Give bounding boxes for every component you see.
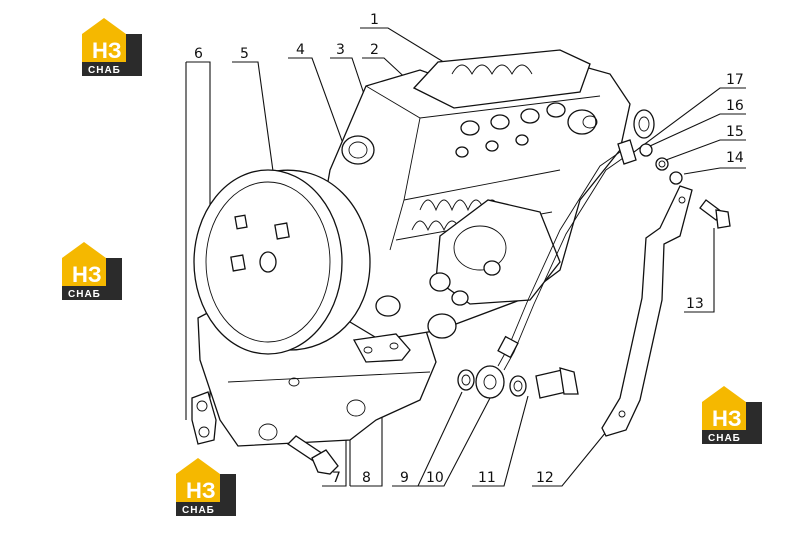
- fuel-pump-assembly: [197, 49, 631, 447]
- callout-8: 8: [362, 470, 371, 486]
- callout-labels: 1 2 3 4 5 6 7 8 9 10 11 12 13 14 15 16 1…: [194, 12, 744, 486]
- callout-17: 17: [726, 72, 744, 88]
- watermark-logo-left: НЗ СНАБ: [62, 242, 122, 300]
- svg-text:НЗ: НЗ: [92, 38, 122, 63]
- leader-lines: [185, 27, 746, 487]
- callout-1: 1: [370, 12, 379, 28]
- part-6-plate: [191, 391, 217, 445]
- watermark-logo-right: НЗ СНАБ: [702, 386, 762, 444]
- callout-7: 7: [332, 470, 341, 486]
- callout-10: 10: [426, 470, 444, 486]
- parts-14-17-fasteners: [617, 109, 683, 185]
- callout-2: 2: [370, 42, 379, 58]
- svg-text:НЗ: НЗ: [712, 406, 742, 431]
- callout-3: 3: [336, 42, 345, 58]
- svg-text:СНАБ: СНАБ: [708, 433, 741, 444]
- part-7-bolt: [286, 435, 339, 475]
- part-10-banjo-pipe: [475, 151, 627, 399]
- callout-12: 12: [536, 470, 554, 486]
- part-13-bolt: [699, 199, 731, 229]
- part-11-bolt: [509, 367, 579, 399]
- delivery-valve-cover: [412, 49, 591, 109]
- drive-pulley: [193, 169, 371, 355]
- callout-6: 6: [194, 46, 203, 62]
- callout-13: 13: [686, 296, 704, 312]
- watermark-logo-top-left: НЗ СНАБ: [82, 18, 142, 76]
- svg-text:НЗ: НЗ: [72, 262, 102, 287]
- svg-text:НЗ: НЗ: [186, 478, 216, 503]
- part-12-bracket: [601, 185, 693, 437]
- callout-15: 15: [726, 124, 744, 140]
- part-9-washer: [457, 369, 475, 391]
- callout-11: 11: [478, 470, 496, 486]
- svg-text:СНАБ: СНАБ: [68, 289, 101, 300]
- callout-5: 5: [240, 46, 249, 62]
- svg-text:СНАБ: СНАБ: [88, 65, 121, 76]
- callout-16: 16: [726, 98, 744, 114]
- callout-14: 14: [726, 150, 744, 166]
- part-8-gasket: [352, 333, 411, 363]
- callout-4: 4: [296, 42, 305, 58]
- watermark-logo-bottom-left: НЗ СНАБ: [176, 458, 236, 516]
- svg-text:СНАБ: СНАБ: [182, 505, 215, 516]
- callout-9: 9: [400, 470, 409, 486]
